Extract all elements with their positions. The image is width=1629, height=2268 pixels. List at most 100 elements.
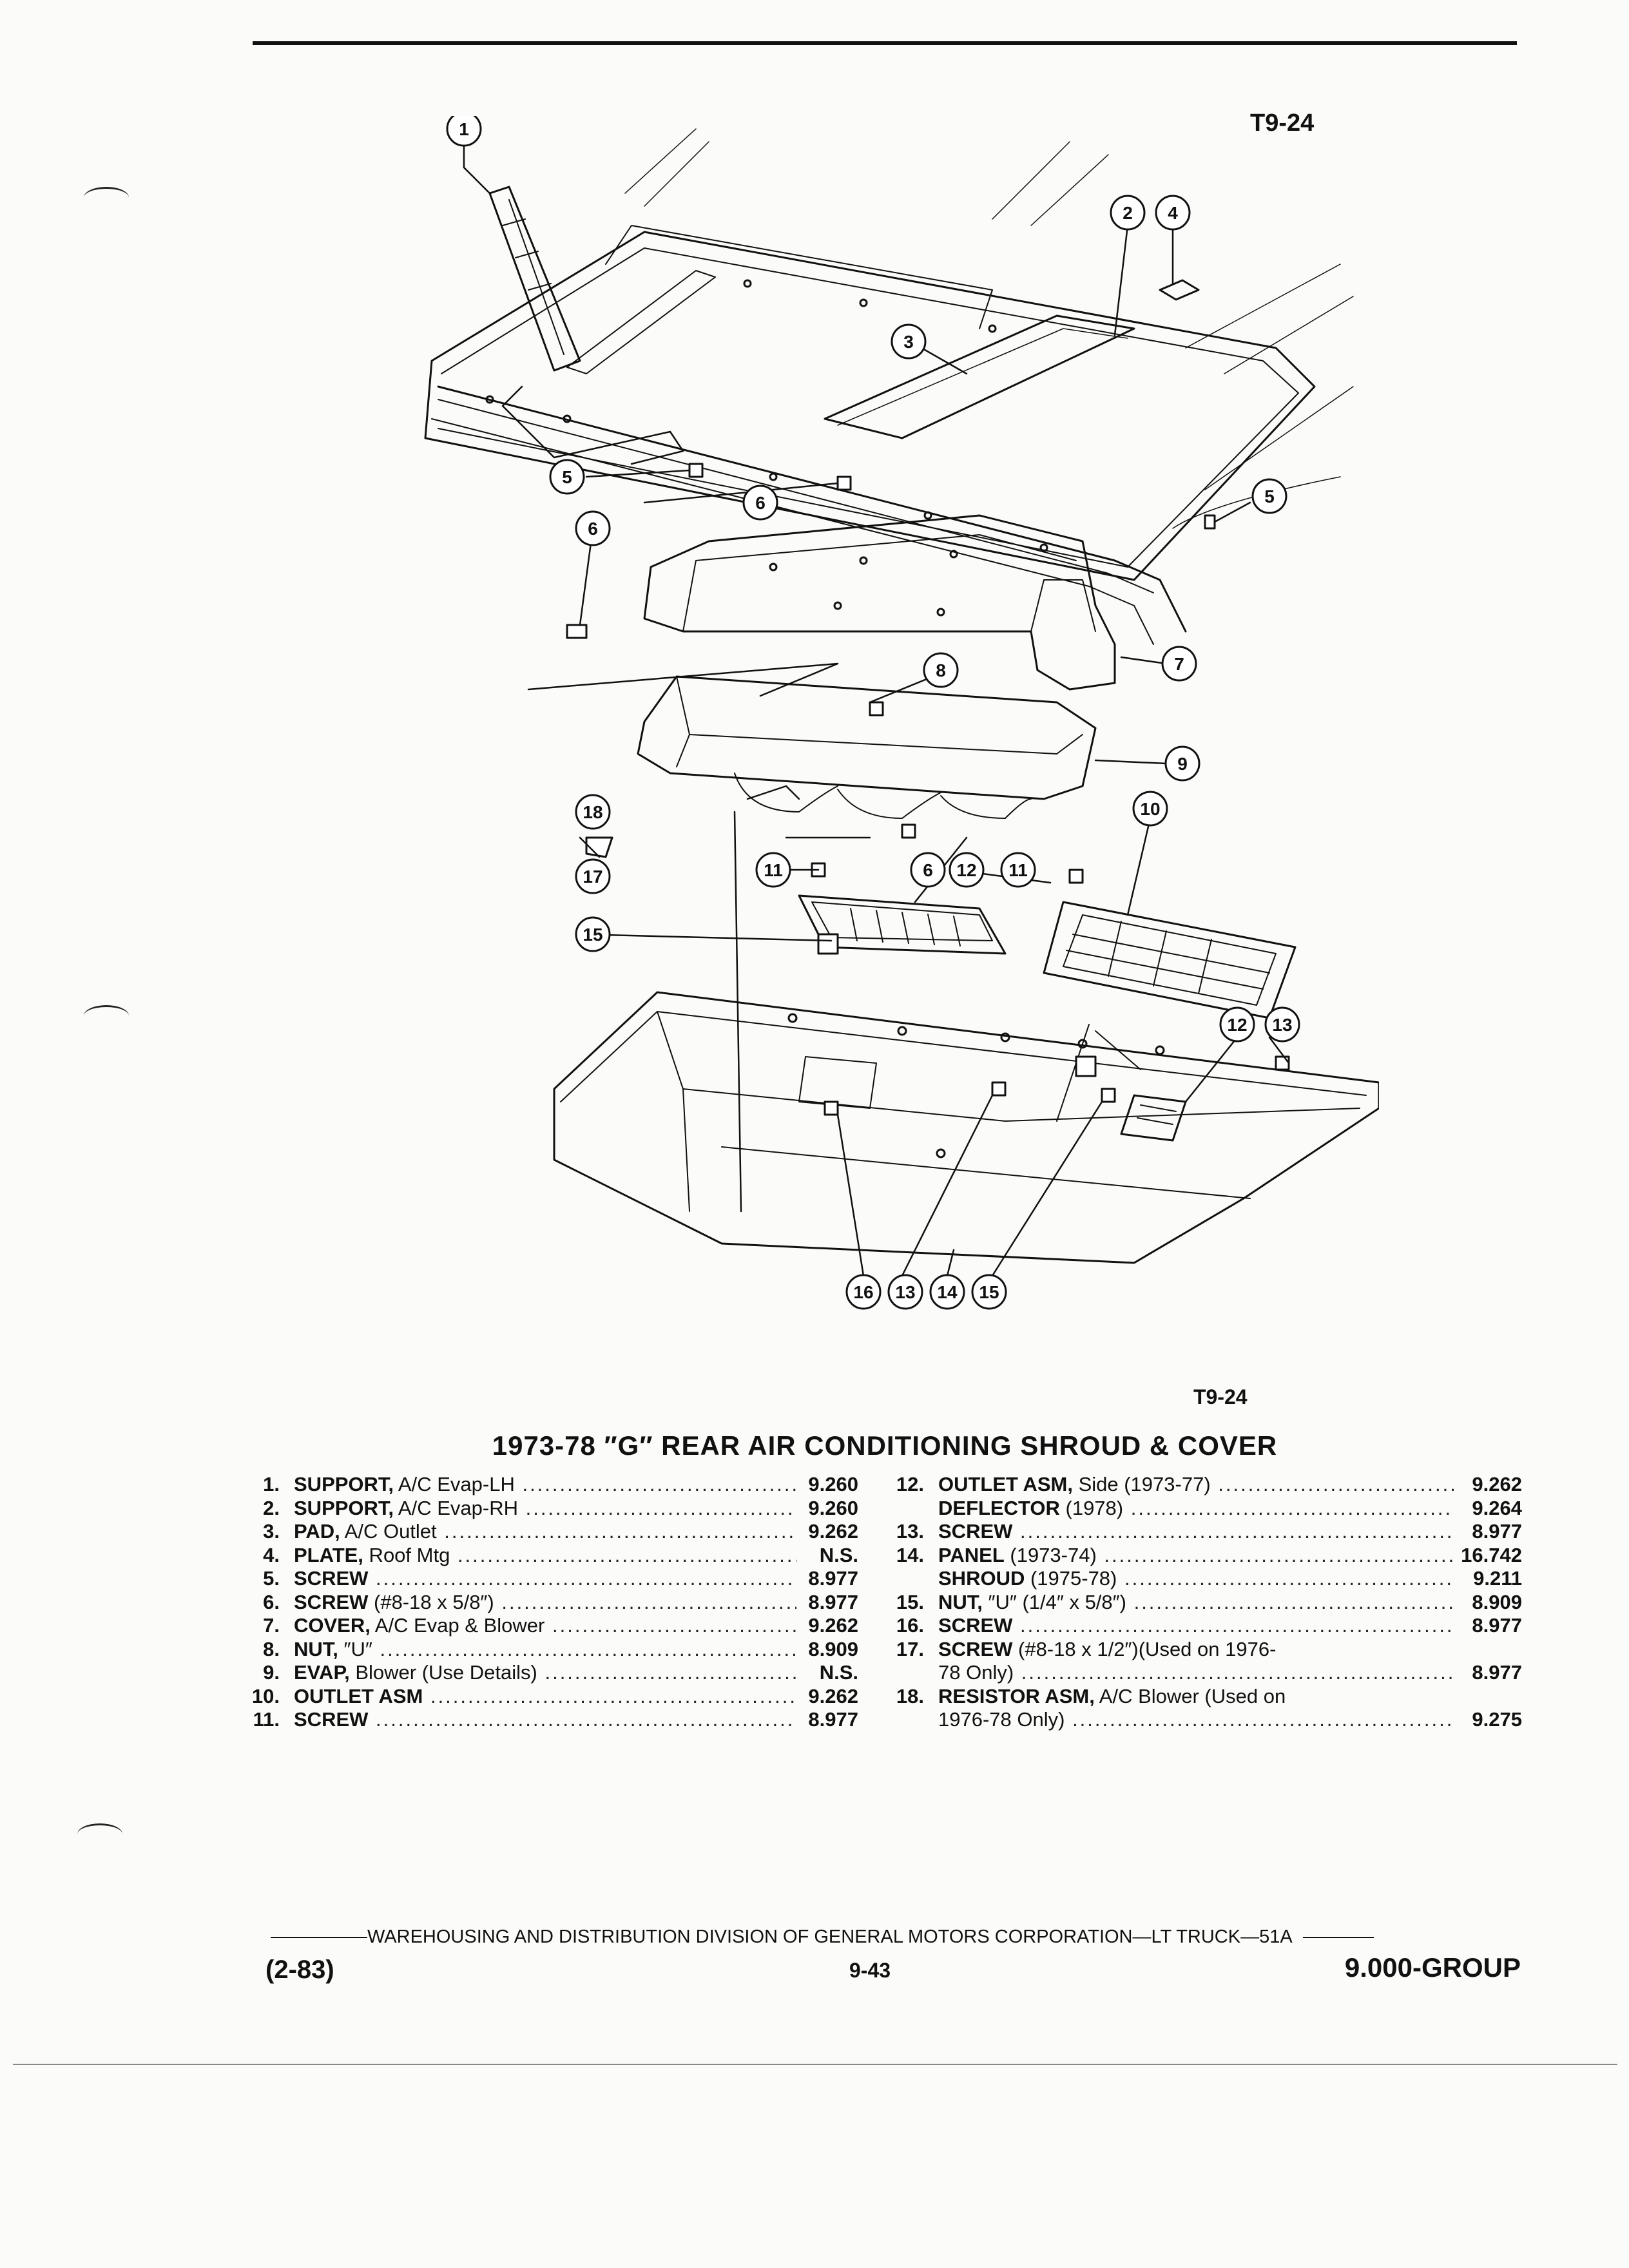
exploded-diagram: 1 2 4 3 5 5 6 6 7 8 9 10 18 11 6 12 11 1… <box>424 116 1379 1310</box>
scan-mark <box>84 1005 129 1026</box>
part-number: 12. <box>896 1473 924 1495</box>
support-lh-part <box>488 186 581 372</box>
part-row: 3.PAD, A/C Outlet ......................… <box>240 1520 858 1544</box>
callout-17: 17 <box>575 858 611 894</box>
part-description: SCREW (#8-18 x 1/2″)(Used on 1976- <box>938 1637 1277 1660</box>
screws <box>566 463 1290 1116</box>
callout-9: 9 <box>1164 745 1200 782</box>
svg-text:10: 10 <box>1140 799 1160 819</box>
group-ref: 8.909 <box>808 1637 858 1660</box>
group-ref: 8.977 <box>1472 1661 1522 1684</box>
svg-text:18: 18 <box>583 802 602 822</box>
part-row: SHROUD (1975-78) .......................… <box>884 1567 1522 1591</box>
part-number: 18. <box>896 1684 924 1707</box>
outlet-grille-part <box>1043 901 1296 1019</box>
group-ref: N.S. <box>819 1661 858 1684</box>
top-rule <box>253 41 1517 45</box>
group-ref: 9.211 <box>1473 1567 1522 1590</box>
callouts: 1 2 4 3 5 5 6 6 7 8 9 10 18 11 6 12 11 1… <box>446 116 1300 1310</box>
group-ref: 9.262 <box>1472 1473 1522 1495</box>
callout-1: 1 <box>446 116 482 147</box>
svg-text:6: 6 <box>588 519 598 539</box>
group-ref: 9.262 <box>808 1684 858 1707</box>
part-description: COVER, A/C Evap & Blower ...............… <box>294 1614 796 1637</box>
svg-text:6: 6 <box>755 493 766 513</box>
svg-text:5: 5 <box>562 467 572 487</box>
evaporator-part <box>637 675 1097 819</box>
part-description: NUT, ″U″ ...............................… <box>294 1637 796 1660</box>
callout-10: 10 <box>1132 791 1168 827</box>
svg-text:12: 12 <box>1227 1015 1247 1035</box>
evap-cover-part <box>643 514 1116 691</box>
group-ref: 8.977 <box>1472 1614 1522 1637</box>
part-description: 1976-78 Only) ..........................… <box>938 1708 1454 1731</box>
part-row: 7.COVER, A/C Evap & Blower .............… <box>240 1614 858 1638</box>
callout-7: 7 <box>1161 646 1197 682</box>
footer-line-left <box>271 1937 367 1939</box>
part-description: EVAP, Blower (Use Details) .............… <box>294 1661 796 1684</box>
part-number: 4. <box>263 1543 280 1566</box>
callout-12a: 12 <box>949 852 985 888</box>
figure-id-bottom: T9-24 <box>1193 1385 1248 1408</box>
part-number: 13. <box>896 1520 924 1542</box>
part-description: SUPPORT, A/C Evap-RH ...................… <box>294 1496 796 1519</box>
figure-id-top: T9-24 <box>1250 110 1315 137</box>
side-outlet-part <box>798 894 1007 955</box>
part-description: SUPPORT, A/C Evap-LH ...................… <box>294 1473 796 1495</box>
group-ref: 8.977 <box>808 1567 858 1590</box>
part-description: RESISTOR ASM, A/C Blower (Used on <box>938 1684 1286 1707</box>
part-description: PANEL (1973-74) ........................… <box>938 1543 1454 1566</box>
part-number: 14. <box>896 1543 924 1566</box>
callout-6b: 6 <box>575 510 611 546</box>
revision-date: (2-83) <box>265 1956 334 1984</box>
part-description: PAD, A/C Outlet ........................… <box>294 1520 796 1542</box>
part-row: 9.EVAP, Blower (Use Details) ...........… <box>240 1661 858 1685</box>
group-ref: 16.742 <box>1461 1543 1522 1566</box>
roof-frame <box>424 128 1354 645</box>
footer: WAREHOUSING AND DISTRIBUTION DIVISION OF… <box>271 1927 1521 1948</box>
part-description: PLATE, Roof Mtg ........................… <box>294 1543 796 1566</box>
part-number: 10. <box>251 1684 280 1707</box>
roof-plate-part <box>1159 279 1200 301</box>
svg-text:17: 17 <box>583 867 602 887</box>
callout-11b: 11 <box>1000 852 1036 888</box>
callout-16: 16 <box>845 1274 882 1310</box>
part-row: 18. RESISTOR ASM, A/C Blower (Used on <box>884 1685 1522 1709</box>
part-number: 17. <box>896 1637 924 1660</box>
part-number: 5. <box>263 1567 280 1590</box>
callout-15b: 15 <box>971 1274 1007 1310</box>
group-ref: N.S. <box>819 1543 858 1566</box>
part-number: 11. <box>253 1708 280 1731</box>
part-row: 11.SCREW ...............................… <box>240 1708 858 1732</box>
group-ref: 9.264 <box>1472 1496 1522 1519</box>
part-description: SCREW ..................................… <box>938 1614 1454 1637</box>
svg-text:11: 11 <box>764 860 783 880</box>
svg-text:8: 8 <box>936 660 946 680</box>
group-number: 9.000-GROUP <box>1344 1952 1521 1983</box>
callout-4: 4 <box>1155 195 1191 231</box>
callout-2: 2 <box>1110 195 1146 231</box>
group-ref: 9.275 <box>1472 1708 1522 1731</box>
callout-13b: 13 <box>887 1274 923 1310</box>
svg-text:11: 11 <box>1008 860 1028 880</box>
callout-14: 14 <box>929 1274 965 1310</box>
part-row: 5. SCREW ................................… <box>240 1567 858 1591</box>
svg-text:9: 9 <box>1177 754 1188 774</box>
part-row: 6.SCREW (#8-18 x 5/8″) .................… <box>240 1591 858 1615</box>
part-row: 12.OUTLET ASM, Side (1973-77) ..........… <box>884 1473 1522 1497</box>
group-ref: 8.909 <box>1472 1590 1522 1613</box>
svg-text:6: 6 <box>923 860 933 880</box>
part-row: 17. SCREW (#8-18 x 1/2″)(Used on 1976- <box>884 1638 1522 1662</box>
part-description: SHROUD (1975-78) .......................… <box>938 1567 1454 1590</box>
part-number: 2. <box>263 1496 280 1519</box>
group-ref: 8.977 <box>808 1590 858 1613</box>
scan-mark <box>77 1823 122 1845</box>
group-ref: 8.977 <box>808 1708 858 1731</box>
callout-5a: 5 <box>549 459 585 495</box>
group-ref: 8.977 <box>1472 1520 1522 1542</box>
group-ref: 9.260 <box>808 1473 858 1495</box>
part-description: SCREW ..................................… <box>294 1567 796 1590</box>
part-row: 2. SUPPORT, A/C Evap-RH .................… <box>240 1497 858 1521</box>
callout-15a: 15 <box>575 916 611 952</box>
part-row: 4. PLATE, Roof Mtg ......................… <box>240 1544 858 1568</box>
